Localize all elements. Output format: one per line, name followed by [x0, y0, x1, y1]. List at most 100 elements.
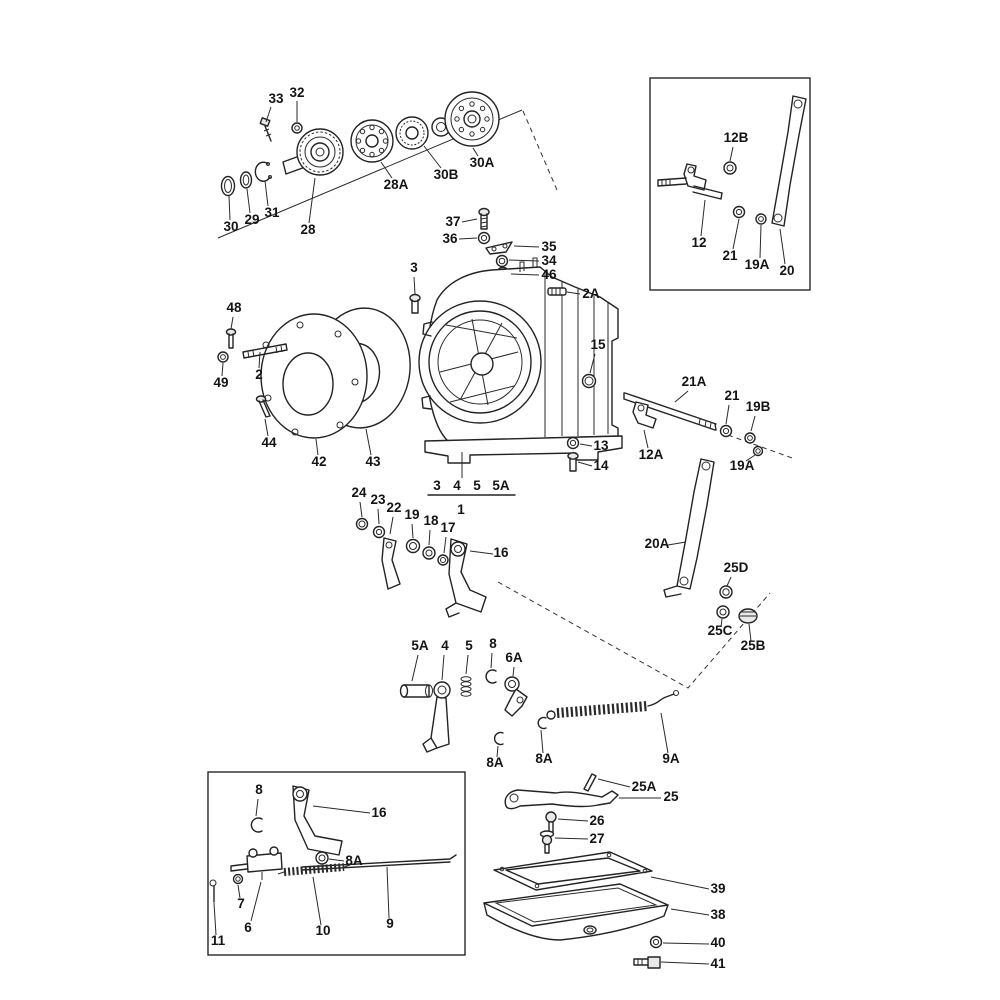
leader-line-28 [308, 177, 316, 224]
part-label-8: 8 [255, 782, 263, 797]
part-label-33: 33 [268, 91, 284, 106]
part-label-20A: 20A [645, 536, 670, 551]
part-label-36: 36 [442, 231, 458, 246]
oil-pan-group [483, 773, 669, 969]
leader-line-13 [579, 443, 593, 447]
leader-line-37 [461, 218, 478, 223]
leader-line-34 [508, 259, 540, 262]
part-28a-bearing [350, 119, 394, 163]
leader-line-19 [411, 523, 414, 539]
leader-line-38 [670, 908, 710, 916]
part-25c-ring [716, 605, 730, 619]
part-label-49: 49 [213, 375, 228, 390]
part-20a-lever [663, 458, 715, 598]
leader-line-10 [312, 876, 322, 926]
leader-line-25B [748, 623, 752, 642]
part-label-11: 11 [211, 933, 226, 948]
part-label-5: 5 [465, 638, 473, 653]
group-item-5: 5 [473, 478, 481, 493]
lever-cluster-group [355, 517, 487, 618]
part-label-6: 6 [244, 920, 252, 935]
part-33-bolt [259, 117, 272, 142]
leader-line-7 [237, 884, 241, 899]
part-label-44: 44 [261, 435, 277, 450]
leader-line-46 [510, 273, 540, 276]
part-label-25D: 25D [724, 560, 749, 575]
leader-line-23 [377, 508, 380, 525]
part-label-25A: 25A [632, 779, 657, 794]
leader-line-20A [667, 541, 687, 546]
leader-line-20 [779, 228, 786, 265]
leader-line-25D [726, 576, 732, 587]
leader-line-33 [265, 106, 272, 123]
leader-line-8 [255, 798, 259, 817]
part-label-15: 15 [590, 337, 606, 352]
shift-lever-inset [657, 95, 807, 227]
part-25d-ring [719, 585, 733, 599]
leader-line-28A [380, 161, 393, 179]
part-25a-pin [583, 773, 597, 792]
leader-line-11 [213, 902, 217, 936]
part-26-bolt [545, 811, 557, 833]
leader-line-30A [472, 147, 479, 157]
part-21-washer-inset [732, 205, 746, 219]
part-31-clip [254, 161, 272, 182]
part-label-19A: 19A [745, 257, 770, 272]
group-item-5a: 5A [492, 478, 510, 493]
part-label-38: 38 [710, 907, 726, 922]
leader-line-35 [513, 245, 540, 248]
part-24-nut [355, 517, 369, 531]
part-42-cover [260, 313, 368, 439]
part-label-48: 48 [226, 300, 242, 315]
part-25b-cap [738, 608, 758, 624]
part-39-gasket [493, 851, 653, 891]
part-label-32: 32 [289, 85, 304, 100]
part-label-43: 43 [365, 454, 381, 469]
part-13-nut [566, 436, 580, 450]
part-label-46: 46 [541, 267, 557, 282]
leader-line-2 [258, 351, 261, 369]
part-12a-fork [632, 401, 657, 429]
part-21a-shaft [623, 392, 717, 431]
part-25-lever [504, 789, 619, 810]
part-label-31: 31 [264, 205, 280, 220]
part-label-7: 7 [237, 896, 245, 911]
leader-line-36 [458, 237, 478, 240]
part-label-24: 24 [351, 485, 367, 500]
leader-line-16 [469, 550, 494, 555]
part-5-spring [460, 676, 472, 697]
part-27-bolt [539, 830, 555, 854]
leader-line-17 [443, 536, 447, 554]
leader-line-18 [428, 529, 431, 546]
leader-line-49 [221, 362, 224, 377]
leader-line-8A [496, 745, 499, 758]
leader-line-12 [700, 199, 706, 237]
part-4-roller-lever [422, 681, 451, 753]
part-label-17: 17 [440, 520, 455, 535]
part-16-lever-bl [292, 785, 343, 856]
leader-line-24 [359, 501, 363, 518]
part-34-nut [495, 254, 509, 268]
part-35-bracket [485, 241, 513, 255]
part-44-bolt [255, 395, 271, 418]
part-label-21: 21 [724, 388, 740, 403]
leader-line-19B [750, 415, 756, 432]
selector-shaft-group [623, 392, 764, 624]
leader-line-25A [597, 778, 631, 788]
part-label-8A: 8A [535, 751, 553, 766]
part-label-37: 37 [445, 214, 460, 229]
part-8a-washer-bl [315, 851, 329, 865]
part-32-washer [291, 122, 303, 134]
inset-box-bottom-left [207, 771, 466, 956]
part-label-22: 22 [386, 500, 401, 515]
part-30b-gear [395, 116, 451, 150]
part-label-8: 8 [489, 636, 497, 651]
part-16-lever [445, 538, 487, 618]
assembly-group-label: 3 4 5 5A 1 [427, 478, 516, 517]
leader-line-19A [745, 454, 756, 462]
part-label-39: 39 [710, 881, 725, 896]
case-side-hardware [409, 287, 597, 472]
part-label-4: 4 [441, 638, 449, 653]
pawl-group [399, 669, 679, 753]
